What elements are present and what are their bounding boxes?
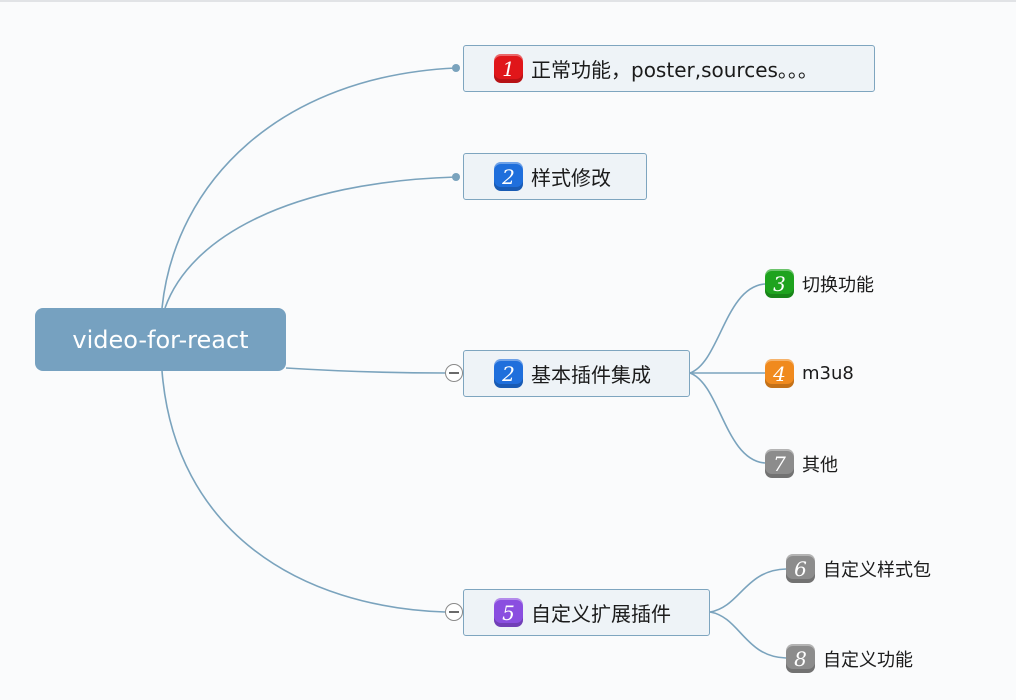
connector-dot-branch-1 [452,64,460,72]
connector-dot-branch-2 [452,173,460,181]
connector-branch-3-leaf-1 [689,283,766,374]
connector-branch-3-leaf-3 [689,372,766,464]
priority-1-icon: 1 [494,54,523,83]
leaf-topic-label: 切换功能 [802,274,874,296]
priority-3-icon: 3 [765,269,794,298]
collapse-toggle-icon[interactable] [445,603,463,621]
leaf-topic-label: m3u8 [802,363,854,384]
priority-2-icon: 2 [494,359,523,388]
branch-topic-basic-plugins[interactable]: 2 基本插件集成 [463,350,690,397]
branch-topic-normal-features[interactable]: 1 正常功能，poster,sources。。。 [463,45,875,92]
connector-root-branch-1 [161,67,457,309]
priority-8-icon: 8 [786,644,815,673]
leaf-topic-label: 自定义功能 [823,649,913,671]
root-topic-label: video-for-react [72,325,249,354]
priority-2-icon: 2 [494,162,523,191]
branch-topic-custom-plugins[interactable]: 5 自定义扩展插件 [463,589,710,636]
priority-6-icon: 6 [786,554,815,583]
branch-topic-style-modification[interactable]: 2 样式修改 [463,153,647,200]
priority-4-icon: 4 [765,359,794,388]
leaf-topic-other[interactable]: 7 其他 [765,449,838,478]
collapse-toggle-icon[interactable] [445,364,463,382]
connector-branch-4-leaf-2 [709,611,787,659]
connector-root-branch-4 [161,370,446,613]
leaf-topic-custom-feature[interactable]: 8 自定义功能 [786,644,913,673]
branch-topic-label: 正常功能，poster,sources。。。 [531,58,818,82]
connector-root-branch-2 [164,176,457,309]
root-topic[interactable]: video-for-react [35,308,286,371]
connector-branch-4-leaf-1 [709,568,787,613]
leaf-topic-custom-style-pack[interactable]: 6 自定义样式包 [786,554,931,583]
leaf-topic-switch-feature[interactable]: 3 切换功能 [765,269,874,298]
branch-topic-label: 基本插件集成 [531,363,651,387]
leaf-topic-m3u8[interactable]: 4 m3u8 [765,359,854,388]
branch-topic-label: 自定义扩展插件 [531,602,671,626]
connector-root-branch-3 [285,367,446,374]
leaf-topic-label: 其他 [802,454,838,476]
priority-5-icon: 5 [494,598,523,627]
priority-7-icon: 7 [765,449,794,478]
branch-topic-label: 样式修改 [531,166,611,190]
leaf-topic-label: 自定义样式包 [823,559,931,581]
